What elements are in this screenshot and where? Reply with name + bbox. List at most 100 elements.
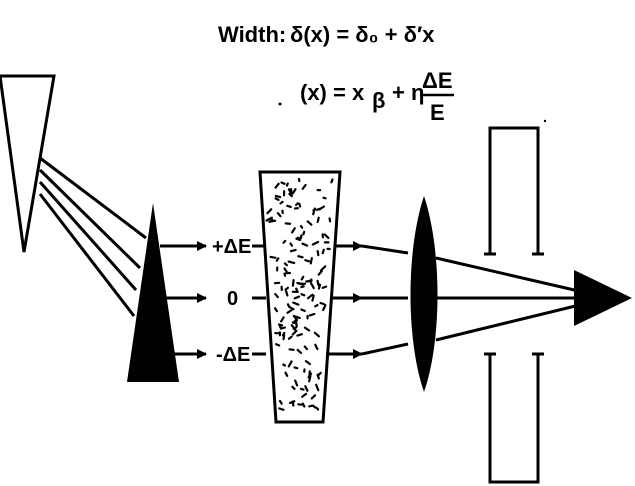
speckle-mark [300, 285, 305, 289]
speckle-mark [321, 248, 325, 255]
speckle-mark [275, 343, 281, 347]
speckle-mark [291, 279, 295, 287]
speckle-mark [292, 301, 300, 306]
speckle-mark [279, 200, 284, 205]
speckle-mark [302, 230, 306, 236]
speckle-mark [287, 360, 293, 368]
speckle-mark [304, 385, 309, 392]
speckle-mark [323, 233, 330, 239]
speckle-mark [294, 379, 299, 387]
speckle-mark [295, 320, 298, 328]
speckle-mark [318, 205, 325, 211]
speckle-mark [295, 202, 299, 206]
speckle-mark [288, 400, 296, 405]
speckle-mark [279, 326, 286, 330]
speckle-mark [269, 255, 277, 259]
speckle-mark [295, 237, 302, 241]
slit-upper-plate [484, 126, 544, 256]
speckle-mark [280, 181, 286, 185]
speckle-mark [283, 272, 287, 277]
speckle-mark [304, 360, 311, 366]
speckle-mark [314, 343, 319, 351]
speckle-mark [301, 402, 306, 408]
speckle-mark [282, 334, 286, 341]
speckle-mark [306, 220, 313, 226]
speckle-mark [291, 329, 298, 336]
speckle-mark [308, 278, 313, 283]
converging-rays [435, 256, 597, 342]
speckle-mark [315, 406, 320, 411]
speckle-mark [308, 312, 316, 317]
equation-beta-subscript: β [372, 88, 385, 113]
speckle-mark [285, 182, 289, 187]
speckle-mark [275, 257, 280, 262]
speckle-mark [312, 404, 317, 409]
speckle-mark [283, 262, 288, 267]
speckle-mark [293, 366, 299, 370]
speckle-mark [284, 371, 289, 377]
speckle-mark [277, 323, 284, 327]
speckle-mark [282, 239, 287, 244]
speckle-mark [310, 394, 317, 400]
lens-input-rays [361, 244, 409, 356]
focus-arrowhead [574, 270, 632, 326]
speckle-mark [295, 287, 299, 293]
speckle-mark [266, 208, 273, 215]
speckle-mark [322, 196, 327, 200]
speckle-mark [291, 188, 297, 195]
speckle-mark [317, 371, 322, 376]
speckle-mark [278, 407, 285, 411]
speckle-mark [301, 392, 308, 398]
speckle-mark [309, 282, 315, 290]
label-minus-delta-e: -ΔE [216, 344, 250, 366]
speckle-mark [283, 267, 289, 275]
equation-line-2-mid: + η [392, 80, 424, 105]
speckle-mark [299, 387, 305, 391]
speckle-mark [328, 217, 332, 223]
speckle-mark [265, 216, 273, 222]
speckle-mark [274, 293, 279, 299]
focusing-lens [410, 196, 438, 392]
speckle-mark [316, 373, 320, 380]
speckle-mark [315, 383, 320, 392]
speckle-mark [291, 385, 296, 390]
speckle-mark [280, 316, 285, 323]
speckle-mark [296, 236, 302, 240]
speckle-mark [292, 315, 301, 319]
speckle-mark [307, 372, 313, 379]
speckle-mark [314, 304, 319, 308]
speckle-mark [296, 333, 303, 337]
speckle-mark [297, 255, 304, 259]
speckle-mark [311, 294, 315, 302]
degrader-speckles [265, 177, 334, 411]
speckle-mark [303, 345, 309, 351]
speckle-mark [300, 308, 306, 312]
fraction-denominator: E [430, 100, 445, 125]
label-zero: 0 [227, 288, 238, 310]
dispersed-arrows [160, 241, 207, 359]
speckle-mark [287, 188, 293, 196]
speckle-mark [292, 326, 297, 330]
speckle-mark [330, 178, 334, 184]
speckle-mark [282, 363, 287, 367]
speckle-mark [311, 240, 320, 246]
speckle-mark [298, 202, 302, 208]
speckle-mark [289, 242, 294, 247]
speckle-mark [291, 321, 297, 325]
speckle-mark [320, 265, 327, 272]
speckle-mark [291, 227, 296, 234]
speckle-mark [274, 197, 280, 201]
speckle-mark [284, 286, 289, 291]
dispersing-prism [127, 203, 179, 382]
speckle-mark [285, 290, 289, 297]
speckle-mark [309, 257, 313, 265]
label-plus-delta-e: +ΔE [212, 236, 251, 258]
position-equation: (x) = x β + η ΔE E [300, 68, 454, 125]
fraction-numerator: ΔE [422, 68, 453, 93]
speckle-mark [276, 212, 282, 218]
speck [278, 102, 282, 106]
speckle-mark [322, 304, 327, 312]
speckle-mark [274, 194, 282, 199]
speckle-mark [321, 285, 328, 289]
